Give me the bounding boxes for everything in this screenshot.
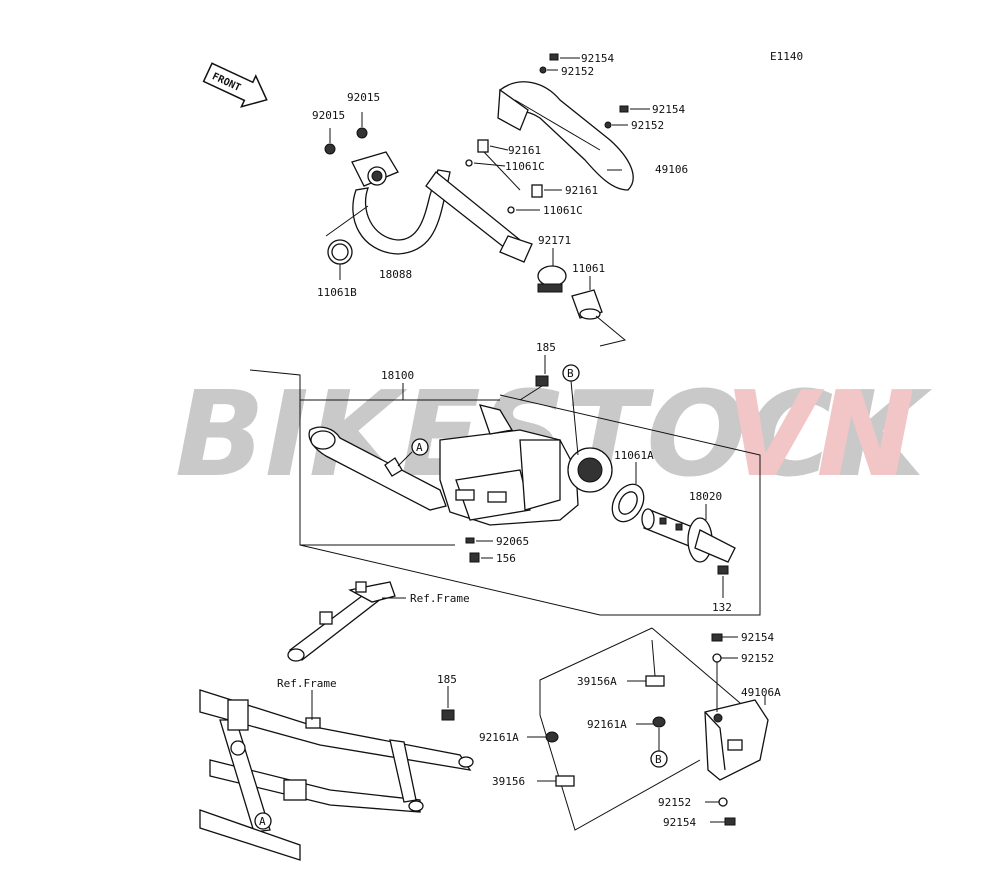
collar-92161-b: [531, 184, 543, 198]
label-ref-frame-a: Ref.Frame: [410, 592, 470, 605]
label-11061b: 11061B: [317, 286, 357, 299]
label-18088: 18088: [379, 268, 412, 281]
diagram-code: E1140: [770, 50, 803, 63]
label-92171: 92171: [538, 234, 571, 247]
label-11061: 11061: [572, 262, 605, 275]
bolt-92154-c: [711, 633, 723, 642]
callout-b-lower-label: B: [655, 753, 662, 766]
label-156: 156: [496, 552, 516, 565]
label-39156: 39156: [492, 775, 525, 788]
washer-92152-c: [712, 653, 722, 663]
label-92015-b: 92015: [347, 91, 380, 104]
label-18020: 18020: [689, 490, 722, 503]
bolt-132: [717, 565, 729, 575]
label-11061a: 11061A: [614, 449, 654, 462]
nut-92015-a: [324, 143, 336, 155]
spark-arrester-18020: [641, 508, 736, 563]
vehicle-frame: [199, 689, 474, 861]
label-49106a: 49106A: [741, 686, 781, 699]
gasket-11061a: [611, 483, 645, 523]
front-arrow-icon: FRONT: [202, 62, 268, 108]
label-92161-a: 92161: [508, 144, 541, 157]
label-92161a-b: 92161A: [587, 718, 627, 731]
label-185-a: 185: [536, 341, 556, 354]
nut-156: [469, 552, 480, 563]
bolt-92154-d: [724, 817, 736, 826]
label-18100: 18100: [381, 369, 414, 382]
watermark-text-2: VN: [725, 365, 915, 503]
label-92015-a: 92015: [312, 109, 345, 122]
collar-92161a-b: [652, 716, 666, 728]
label-92152-d: 92152: [658, 796, 691, 809]
washer-92065: [465, 537, 475, 544]
label-92154-a: 92154: [581, 52, 614, 65]
washer-92152-d: [718, 797, 728, 807]
callout-a-upper: [411, 438, 429, 456]
washer-92152-a: [539, 66, 547, 74]
label-92154-d: 92154: [663, 816, 696, 829]
frame-bracket: [287, 581, 396, 662]
callout-a-lower: [254, 812, 272, 830]
label-92154-c: 92154: [741, 631, 774, 644]
collar-92161-a: [477, 139, 489, 153]
plate-39156: [555, 775, 575, 787]
heat-guard-49106: [497, 81, 634, 191]
bolt-92154-a: [549, 53, 559, 61]
damper-11061c-b: [507, 206, 515, 214]
label-92152-b: 92152: [631, 119, 664, 132]
collar-92161a-a: [545, 731, 559, 743]
guard-49106a: [704, 699, 769, 781]
label-ref-frame-b: Ref.Frame: [277, 677, 337, 690]
label-11061c-b: 11061C: [543, 204, 583, 217]
label-39156a: 39156A: [577, 675, 617, 688]
label-92065: 92065: [496, 535, 529, 548]
label-11061c-a: 11061C: [505, 160, 545, 173]
callout-a-upper-label: A: [416, 441, 423, 454]
label-132: 132: [712, 601, 732, 614]
label-92161-b: 92161: [565, 184, 598, 197]
callout-b-upper-label: B: [567, 367, 574, 380]
clamp-92171: [537, 265, 567, 293]
muffler-18100: [308, 404, 613, 526]
gasket-11061: [571, 289, 603, 320]
gasket-11061b: [327, 239, 353, 265]
bolt-92154-b: [619, 105, 629, 113]
plate-39156a: [645, 675, 665, 687]
label-92152-c: 92152: [741, 652, 774, 665]
exhaust-pipe-18088: [351, 151, 533, 263]
nut-92015-b: [356, 127, 368, 139]
bolt-185-a: [519, 375, 549, 401]
label-49106: 49106: [655, 163, 688, 176]
label-92161a-a: 92161A: [479, 731, 519, 744]
washer-92152-b: [604, 121, 612, 129]
label-92152-a: 92152: [561, 65, 594, 78]
damper-11061c-a: [465, 159, 473, 167]
label-92154-b: 92154: [652, 103, 685, 116]
label-185-b: 185: [437, 673, 457, 686]
bolt-185-b: [441, 709, 455, 721]
callout-a-lower-label: A: [259, 815, 266, 828]
